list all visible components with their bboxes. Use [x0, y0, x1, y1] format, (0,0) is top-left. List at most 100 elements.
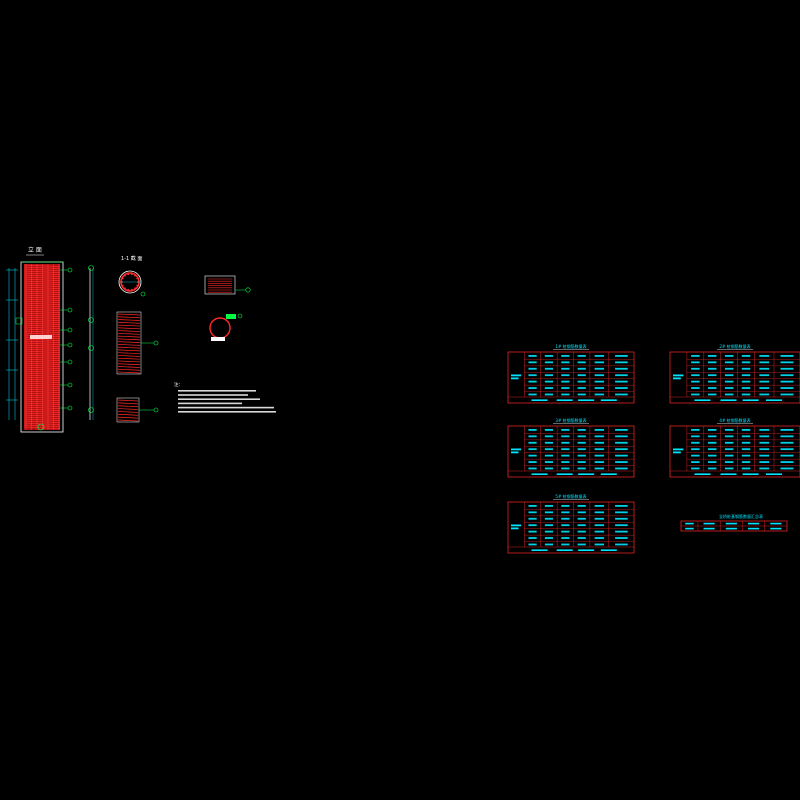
spiral-bar: [23, 356, 61, 359]
table-cell-glyph: [528, 435, 537, 438]
table-cell-glyph: [561, 367, 570, 370]
table-cell-glyph: [577, 461, 586, 463]
spiral-bar: [23, 368, 61, 371]
summary-cell-glyph: [685, 527, 694, 530]
callout-marker-icon: [67, 307, 73, 313]
spiral-bar: [23, 414, 61, 417]
table-frame: [669, 351, 800, 404]
table-footer-glyph: [578, 399, 595, 401]
table-cell-glyph: [759, 361, 770, 364]
section-marker-icon: [140, 291, 146, 297]
table-left-label-glyph: [673, 448, 684, 451]
table-cell-glyph: [561, 393, 570, 396]
table-cell-glyph: [759, 448, 770, 451]
detail-spiral-bar: [117, 416, 139, 419]
spiral-bar: [23, 362, 61, 365]
spiral-bar: [23, 308, 61, 311]
table-cell-glyph: [708, 435, 717, 438]
callout-marker-icon: [67, 382, 73, 388]
detail-spiral-bar: [117, 316, 141, 319]
table-cell-glyph: [691, 454, 700, 457]
table-cell-glyph: [615, 530, 628, 533]
section-bar-dot: [124, 274, 126, 277]
table-title: 2# 桩钢筋数量表: [719, 343, 750, 349]
detail-spiral-bar: [117, 346, 141, 349]
pile-side-view: [88, 265, 94, 420]
table-footer-glyph: [578, 473, 595, 475]
spiral-bar: [23, 298, 61, 301]
table-frame: [507, 501, 635, 554]
table-cell-glyph: [691, 441, 700, 444]
table-cell-glyph: [544, 530, 554, 533]
note-line: [178, 411, 276, 413]
table-cell-glyph: [561, 530, 570, 533]
table-cell-glyph: [691, 380, 700, 383]
table-cell-glyph: [615, 517, 628, 520]
callout-marker-icon: [67, 327, 73, 333]
ring-detail: [209, 313, 243, 341]
table-cell-glyph: [691, 461, 700, 463]
spiral-detail-1: [116, 311, 159, 375]
table-cell-glyph: [691, 467, 700, 470]
table-cell-glyph: [615, 441, 628, 444]
section-bar-dot: [130, 273, 133, 276]
spiral-bar: [23, 332, 61, 335]
table-cell-glyph: [528, 374, 537, 377]
table-cell-glyph: [708, 361, 717, 364]
table-cell-glyph: [615, 467, 628, 470]
table-cell-glyph: [528, 361, 537, 364]
table-cell-glyph: [724, 355, 734, 357]
table-cell-glyph: [708, 355, 717, 357]
spiral-bar: [23, 306, 61, 309]
table-cell-glyph: [691, 367, 700, 370]
note-line: [178, 402, 242, 405]
callout-marker-icon: [67, 342, 73, 348]
table-cell-glyph: [577, 429, 586, 431]
table-cell-glyph: [528, 448, 537, 451]
table-cell-glyph: [577, 355, 586, 357]
table-cell-glyph: [544, 380, 554, 383]
table-cell-glyph: [594, 361, 605, 364]
table-cell-glyph: [594, 517, 605, 520]
spiral-bar: [23, 354, 61, 357]
table-cell-glyph: [544, 361, 554, 364]
table-cell-glyph: [528, 517, 537, 520]
table-cell-glyph: [759, 461, 770, 463]
section-bar-dot: [136, 284, 139, 287]
table-footer-glyph: [720, 473, 737, 475]
spiral-bar: [23, 290, 61, 293]
quantity-table: 3# 桩钢筋数量表: [507, 417, 635, 478]
stiffener-detail-top: [204, 275, 251, 295]
table-cell-glyph: [544, 505, 554, 507]
table-cell-glyph: [724, 393, 734, 396]
detail-spiral-bar: [117, 332, 141, 335]
summary-cell-glyph: [725, 522, 737, 525]
table-cell-glyph: [615, 448, 628, 451]
table-cell-glyph: [615, 454, 628, 457]
summary-cell-glyph: [725, 527, 737, 530]
table-cell-glyph: [594, 429, 605, 431]
bottom-marker-icon: [37, 423, 45, 431]
table-cell-glyph: [528, 441, 537, 444]
table-cell-glyph: [544, 374, 554, 377]
table-cell-glyph: [561, 505, 570, 507]
table-cell-glyph: [724, 461, 734, 463]
table-left-label-glyph: [511, 527, 519, 530]
spiral-bar: [23, 420, 61, 423]
table-cell-glyph: [577, 517, 586, 520]
table-cell-glyph: [544, 537, 554, 539]
section-bar-dot: [121, 277, 124, 280]
table-cell-glyph: [544, 467, 554, 470]
left-tag-box: [15, 317, 23, 325]
notes-lines: [178, 390, 276, 413]
table-cell-glyph: [544, 393, 554, 396]
table-cell-glyph: [741, 461, 751, 463]
table-cell-glyph: [561, 380, 570, 383]
table-cell-glyph: [594, 367, 605, 370]
table-cell-glyph: [615, 511, 628, 514]
table-footer-glyph: [556, 399, 573, 401]
table-cell-glyph: [561, 454, 570, 457]
table-cell-glyph: [561, 517, 570, 520]
spiral-bar: [23, 372, 61, 375]
